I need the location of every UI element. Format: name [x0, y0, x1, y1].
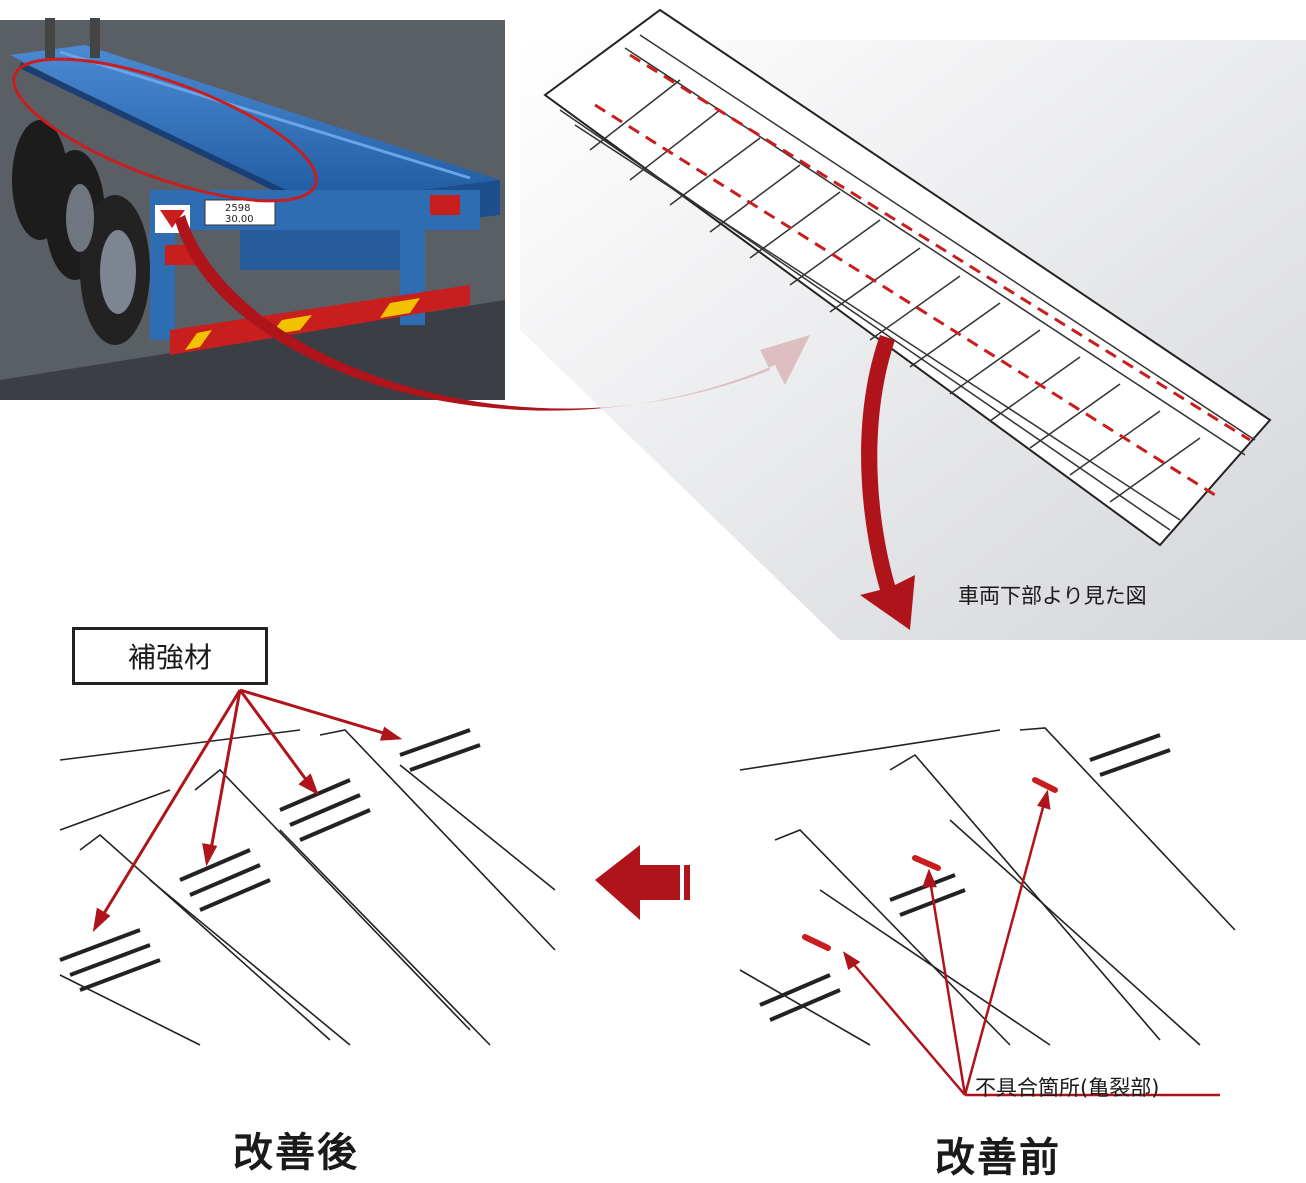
defect-location-label: 不具合箇所(亀裂部) — [975, 1076, 1160, 1100]
after-improvement-title: 改善後 — [233, 1130, 359, 1176]
plate-line2: 30.00 — [225, 214, 254, 225]
frame-diagram — [520, 8, 1306, 640]
plate-line1: 2598 — [225, 203, 250, 214]
curved-arrow-icon — [175, 215, 810, 411]
bottom-view-caption: 車両下部より見た図 — [958, 584, 1147, 608]
reinforcement-label: 補強材 — [72, 627, 268, 685]
before-detail — [735, 727, 1236, 1097]
left-arrow-icon — [595, 845, 690, 920]
after-detail — [55, 688, 556, 1050]
down-arrow-icon — [860, 335, 915, 630]
trailer-photo: 2598 30.00 — [0, 18, 505, 400]
before-improvement-title: 改善前 — [935, 1135, 1061, 1181]
